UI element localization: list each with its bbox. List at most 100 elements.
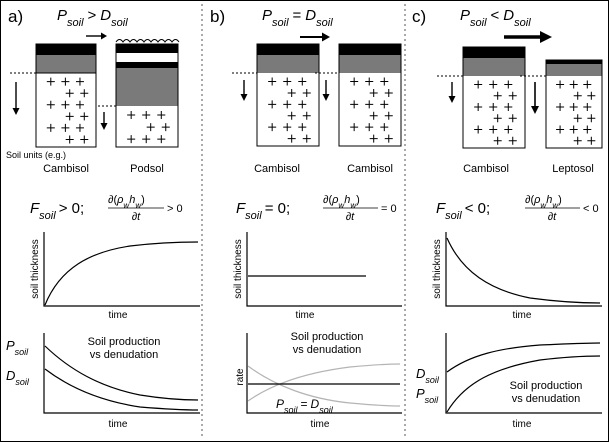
bedrock-cross-symbol [587, 114, 596, 123]
profile-outline [256, 43, 320, 147]
bedrock-cross-symbol [573, 114, 582, 123]
x-axis-label: time [109, 419, 128, 430]
bedrock-cross-symbol [268, 100, 277, 109]
panel-a-derivative-sign: > 0 [167, 203, 183, 215]
profile-outline [338, 43, 402, 147]
axes [445, 232, 602, 307]
panel-c-lowering-arrowhead [448, 96, 456, 103]
bedrock-cross-symbol [142, 135, 151, 144]
panel-b-lowering-arrowhead [240, 94, 248, 101]
bedrock-cross-symbol [80, 89, 89, 98]
bedrock-crosses [474, 80, 517, 145]
bedrock-cross-symbol [569, 80, 578, 89]
denudation-curve [247, 365, 401, 407]
bedrock-layer [463, 76, 525, 148]
bedrock-cross-symbol [75, 123, 84, 132]
bedrock-cross-symbol [287, 111, 296, 120]
panel-b-derivative-sign: = 0 [381, 203, 397, 215]
derivative-denominator: ∂t [548, 211, 557, 223]
bedrock-cross-symbol [573, 136, 582, 145]
panel-a-left-profile-name: Cambisol [43, 163, 89, 175]
bedrock-cross-symbol [569, 125, 578, 134]
bedrock-cross-symbol [556, 80, 565, 89]
bedrock-crosses [350, 77, 393, 143]
panel-c-erosion-arrowhead [540, 31, 552, 43]
bedrock-cross-symbol [142, 111, 151, 120]
bedrock-cross-symbol [80, 112, 89, 121]
bedrock-cross-symbol [283, 100, 292, 109]
panel-b-rate-chart: rate Soil production vs denudation Psoil… [235, 331, 402, 430]
derivative-numerator: ∂(ρwhw) [108, 194, 145, 210]
bedrock-cross-symbol [365, 123, 374, 132]
panel-a-thickness-chart: soil thickness time [30, 232, 200, 321]
derivative-denominator: ∂t [346, 211, 355, 223]
bedrock-cross-symbol [369, 134, 378, 143]
panel-b: b) Psoil=Dsoil Cambisol Cambisol Fsoil= … [210, 7, 402, 430]
bedrock-cross-symbol [583, 125, 592, 134]
panel-c-right-profile-name: Leptosol [552, 163, 594, 175]
bedrock-cross-symbol [350, 100, 359, 109]
bedrock-cross-symbol [569, 102, 578, 111]
bedrock-crosses [46, 77, 89, 144]
bedrock-cross-symbol [474, 125, 483, 134]
annotation-line-2: vs denudation [512, 393, 581, 405]
bedrock-cross-symbol [350, 123, 359, 132]
soil-production-curve [446, 355, 601, 413]
panel-b-derivative: ∂(ρwhw) ∂t = 0 [323, 194, 397, 223]
bedrock-cross-symbol [287, 88, 296, 97]
podsol-e-horizon [116, 53, 178, 62]
bedrock-cross-symbol [380, 77, 389, 86]
denudation-label: Dsoil [6, 368, 30, 387]
denudation-curve [446, 342, 601, 373]
panel-a: a) Psoil>Dsoil S [6, 7, 200, 430]
annotation-line-2: vs denudation [293, 344, 362, 356]
annotation-line-1: Soil production [510, 380, 583, 392]
panel-b-flux-condition: Fsoil= 0; [236, 200, 290, 222]
panel-c-derivative: ∂(ρwhw) ∂t < 0 [525, 194, 599, 223]
annotation-line-1: Soil production [291, 331, 364, 343]
bedrock-cross-symbol [508, 91, 517, 100]
subsoil-layer [546, 64, 602, 76]
panel-c-flux-condition: Fsoil< 0; [436, 200, 490, 222]
subsoil-layer [463, 58, 525, 76]
bedrock-cross-symbol [508, 114, 517, 123]
axes [43, 232, 200, 307]
y-axis-label: soil thickness [30, 239, 41, 298]
production-label: Psoil [416, 386, 439, 405]
panel-c-lowering-arrowhead-2 [531, 106, 539, 114]
bedrock-cross-symbol [268, 123, 277, 132]
bedrock-cross-symbol [489, 80, 498, 89]
y-axis-label: rate [235, 368, 246, 386]
panel-c-thickness-chart: soil thickness time [432, 232, 602, 321]
bedrock-cross-symbol [365, 100, 374, 109]
panel-c-condition: Psoil<Dsoil [460, 7, 531, 29]
panel-a-podsol-profile [115, 39, 180, 148]
bedrock-crosses [268, 77, 311, 143]
bedrock-cross-symbol [46, 123, 55, 132]
bedrock-cross-symbol [587, 136, 596, 145]
panel-b-erosion-arrowhead [322, 32, 330, 42]
panel-b-thickness-chart: soil thickness time [233, 232, 402, 321]
x-axis-label: time [296, 310, 315, 321]
bedrock-cross-symbol [157, 111, 166, 120]
bedrock-cross-symbol [302, 111, 311, 120]
bedrock-cross-symbol [583, 80, 592, 89]
bedrock-cross-symbol [65, 112, 74, 121]
panel-b-left-profile [256, 43, 320, 147]
panel-c-letter: c) [412, 7, 426, 26]
bedrock-cross-symbol [504, 80, 513, 89]
profile-outline [115, 43, 179, 148]
bedrock-layer [257, 73, 319, 146]
bedrock-cross-symbol [504, 102, 513, 111]
bedrock-cross-symbol [65, 89, 74, 98]
panel-a-flux-condition: Fsoil> 0; [30, 200, 84, 222]
bedrock-cross-symbol [46, 100, 55, 109]
bedrock-cross-symbol [365, 77, 374, 86]
bedrock-layer [339, 73, 401, 146]
soil-thickness-curve [44, 241, 199, 306]
derivative-denominator: ∂t [132, 211, 141, 223]
panel-a-condition: Psoil>Dsoil [57, 7, 128, 29]
panel-b-letter: b) [210, 7, 225, 26]
subsoil-layer [257, 55, 319, 73]
bedrock-cross-symbol [369, 88, 378, 97]
